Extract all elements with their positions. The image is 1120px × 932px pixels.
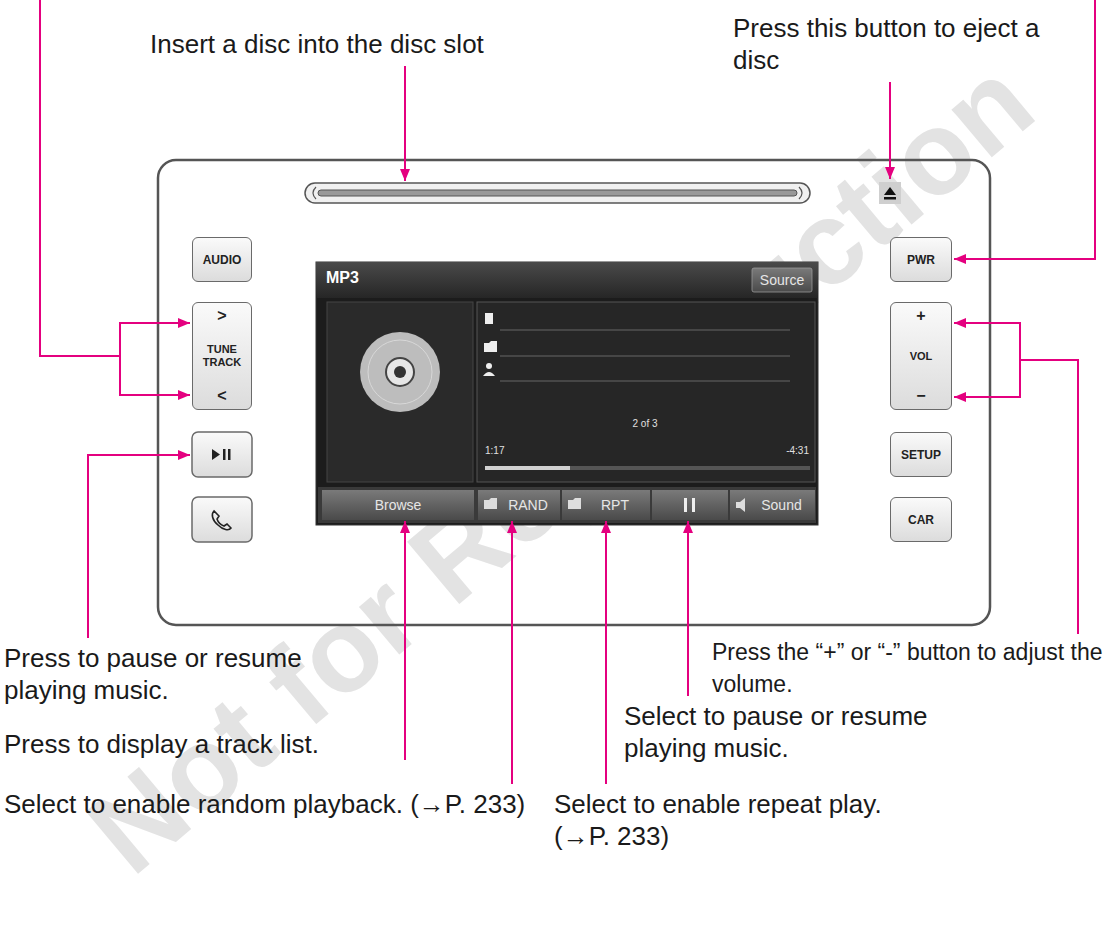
callout-text: Press the “+” or “-” button to adjust th… bbox=[712, 636, 1116, 700]
setup-button: SETUP bbox=[890, 432, 952, 477]
audio-button: AUDIO bbox=[192, 237, 252, 282]
callout-text: Press to pause or resume playing music. bbox=[4, 642, 334, 706]
callout-text: Press to display a track list. bbox=[4, 728, 424, 760]
disc-slot bbox=[305, 183, 810, 203]
button-label: TUNE TRACK bbox=[195, 343, 249, 369]
display-screen: MP3 2 of 3 1:17 -4:31 SourceBrowse RAND RPT Sou… bbox=[316, 262, 818, 525]
source-button: Source bbox=[752, 268, 812, 292]
phone-button bbox=[192, 497, 252, 542]
button-label: AUDIO bbox=[203, 253, 242, 267]
sound-button: Sound bbox=[730, 490, 815, 520]
button-label: PWR bbox=[907, 253, 935, 267]
button-label: RAND bbox=[508, 497, 548, 513]
button-label: Browse bbox=[375, 497, 422, 513]
button-label: SETUP bbox=[901, 448, 941, 462]
button-label: RPT bbox=[601, 497, 629, 513]
button-label: < bbox=[217, 388, 226, 404]
power-button: PWR bbox=[890, 237, 952, 282]
callout-text: Press this button to eject a disc bbox=[733, 12, 1043, 76]
repeat-button: RPT bbox=[562, 490, 650, 520]
callout-text: Select to enable repeat play. (→P. 233) bbox=[554, 788, 934, 852]
button-label: CAR bbox=[908, 513, 934, 527]
button-label: − bbox=[916, 388, 925, 404]
tune-track-button: > TUNE TRACK < bbox=[192, 302, 252, 410]
screen-text: 1:17 bbox=[485, 445, 504, 456]
screen-text: MP3 bbox=[326, 269, 359, 287]
browse-button: Browse bbox=[322, 490, 474, 520]
callout-text: Select to pause or resume playing music. bbox=[624, 700, 1004, 764]
callout-text: Insert a disc into the disc slot bbox=[150, 28, 620, 60]
random-button: RAND bbox=[478, 490, 560, 520]
button-label: Source bbox=[760, 272, 804, 288]
unit-housing bbox=[158, 160, 990, 625]
button-label: > bbox=[217, 308, 226, 324]
button-label: + bbox=[916, 308, 925, 324]
volume-button: + VOL − bbox=[890, 302, 952, 410]
screen-text: 2 of 3 bbox=[632, 418, 657, 429]
callout-text: Select to enable random playback. (→P. 2… bbox=[4, 788, 534, 820]
car-button: CAR bbox=[890, 497, 952, 542]
button-label: Sound bbox=[761, 497, 801, 513]
display-screen bbox=[316, 262, 818, 525]
eject-button bbox=[879, 182, 901, 204]
screen-text: -4:31 bbox=[786, 445, 809, 456]
play-pause-button bbox=[192, 432, 252, 477]
button-label: VOL bbox=[910, 350, 933, 363]
